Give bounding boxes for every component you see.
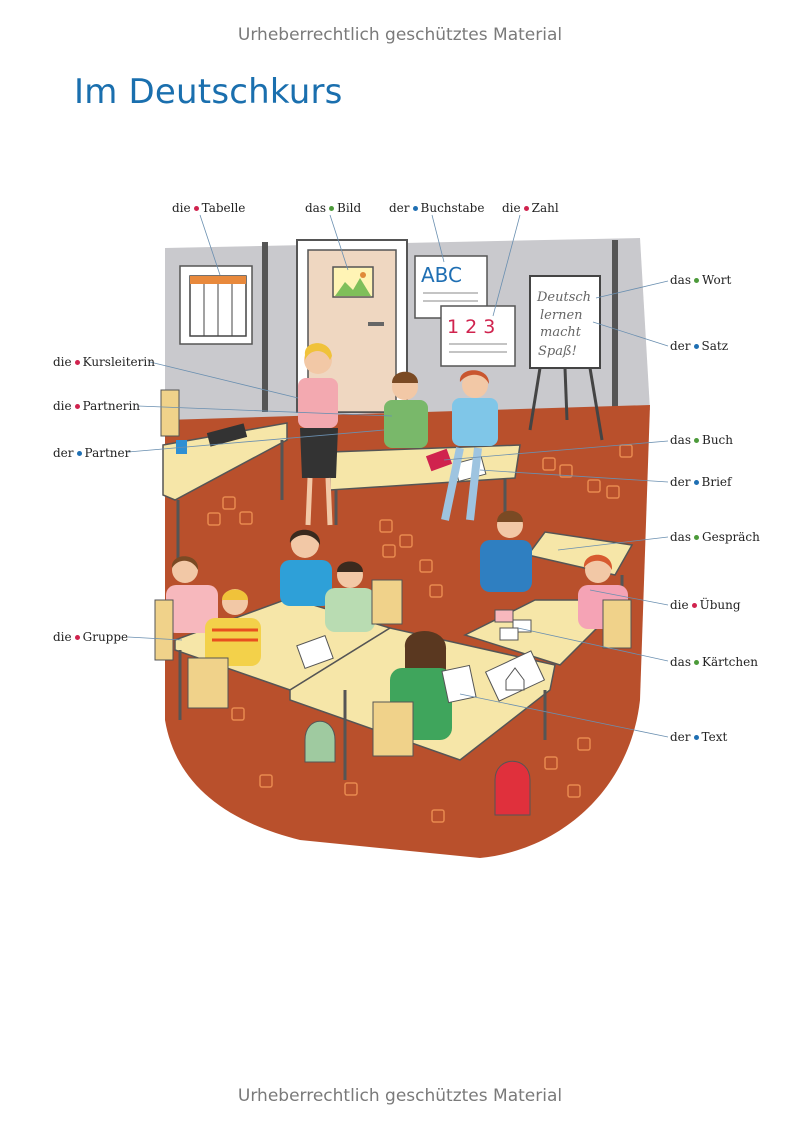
book-black — [206, 423, 248, 447]
flipchart-line-2: lernen — [540, 308, 583, 323]
cup — [176, 440, 187, 454]
feminine-dot-icon — [193, 205, 199, 211]
card-1 — [494, 609, 514, 623]
chair-2 — [372, 701, 414, 757]
page-title: Im Deutschkurs — [74, 72, 343, 112]
partnerin-blue — [452, 398, 498, 446]
neuter-dot-icon — [329, 205, 334, 211]
table-back-left — [162, 422, 288, 501]
neuter-dot-icon — [694, 277, 699, 283]
feminine-dot-icon — [691, 602, 697, 608]
door-handle — [368, 322, 384, 326]
neuter-dot-icon — [694, 534, 699, 540]
group-woman-pink — [166, 585, 218, 633]
leader-lines — [127, 214, 669, 738]
wall-post — [262, 242, 268, 412]
masculine-dot-icon — [76, 450, 82, 456]
neuter-dot-icon — [694, 437, 699, 443]
numbers-poster — [440, 305, 516, 367]
feminine-dot-icon — [523, 205, 529, 211]
backpack-green — [304, 720, 336, 763]
flipchart-line-4: Spaß! — [538, 344, 577, 359]
masculine-dot-icon — [412, 205, 418, 211]
sheet-paper — [296, 634, 334, 670]
house-sheet — [484, 650, 546, 702]
masculine-dot-icon — [693, 734, 699, 740]
backpack-red — [494, 760, 531, 816]
feminine-dot-icon — [74, 359, 80, 365]
neuter-dot-icon — [694, 659, 699, 665]
chair-5 — [602, 599, 632, 649]
chair-3 — [154, 599, 174, 661]
text-sheet — [441, 664, 477, 704]
feminine-dot-icon — [74, 403, 80, 409]
masculine-dot-icon — [693, 479, 699, 485]
group-woman-blue — [280, 560, 332, 606]
svg-text:Deutsch lernen macht: Deutsch lernen macht Spaß! — [536, 290, 595, 359]
chair-6 — [160, 389, 180, 437]
group-man-green — [325, 588, 375, 632]
chair-1 — [187, 657, 229, 709]
feminine-dot-icon — [74, 634, 80, 640]
masculine-dot-icon — [693, 343, 699, 349]
watermark-bottom: Urheberrechtlich geschütztes Material — [237, 1086, 563, 1106]
floor-tiles — [207, 444, 633, 823]
partner-green — [384, 400, 428, 448]
flipchart-line-3: macht — [540, 325, 582, 340]
conversation-man-blue — [480, 540, 532, 592]
chair-4 — [371, 579, 403, 625]
teacher-body — [298, 378, 338, 428]
watermark-top: Urheberrechtlich geschütztes Material — [237, 25, 563, 45]
card-3 — [499, 627, 519, 641]
wall-post-right — [612, 240, 618, 410]
flipchart-line-1: Deutsch — [536, 290, 591, 305]
poster-123-text: 1 2 3 — [447, 316, 495, 338]
book-red — [425, 448, 453, 472]
flipchart — [529, 275, 601, 369]
poster-abc-text: ABC — [421, 263, 462, 287]
